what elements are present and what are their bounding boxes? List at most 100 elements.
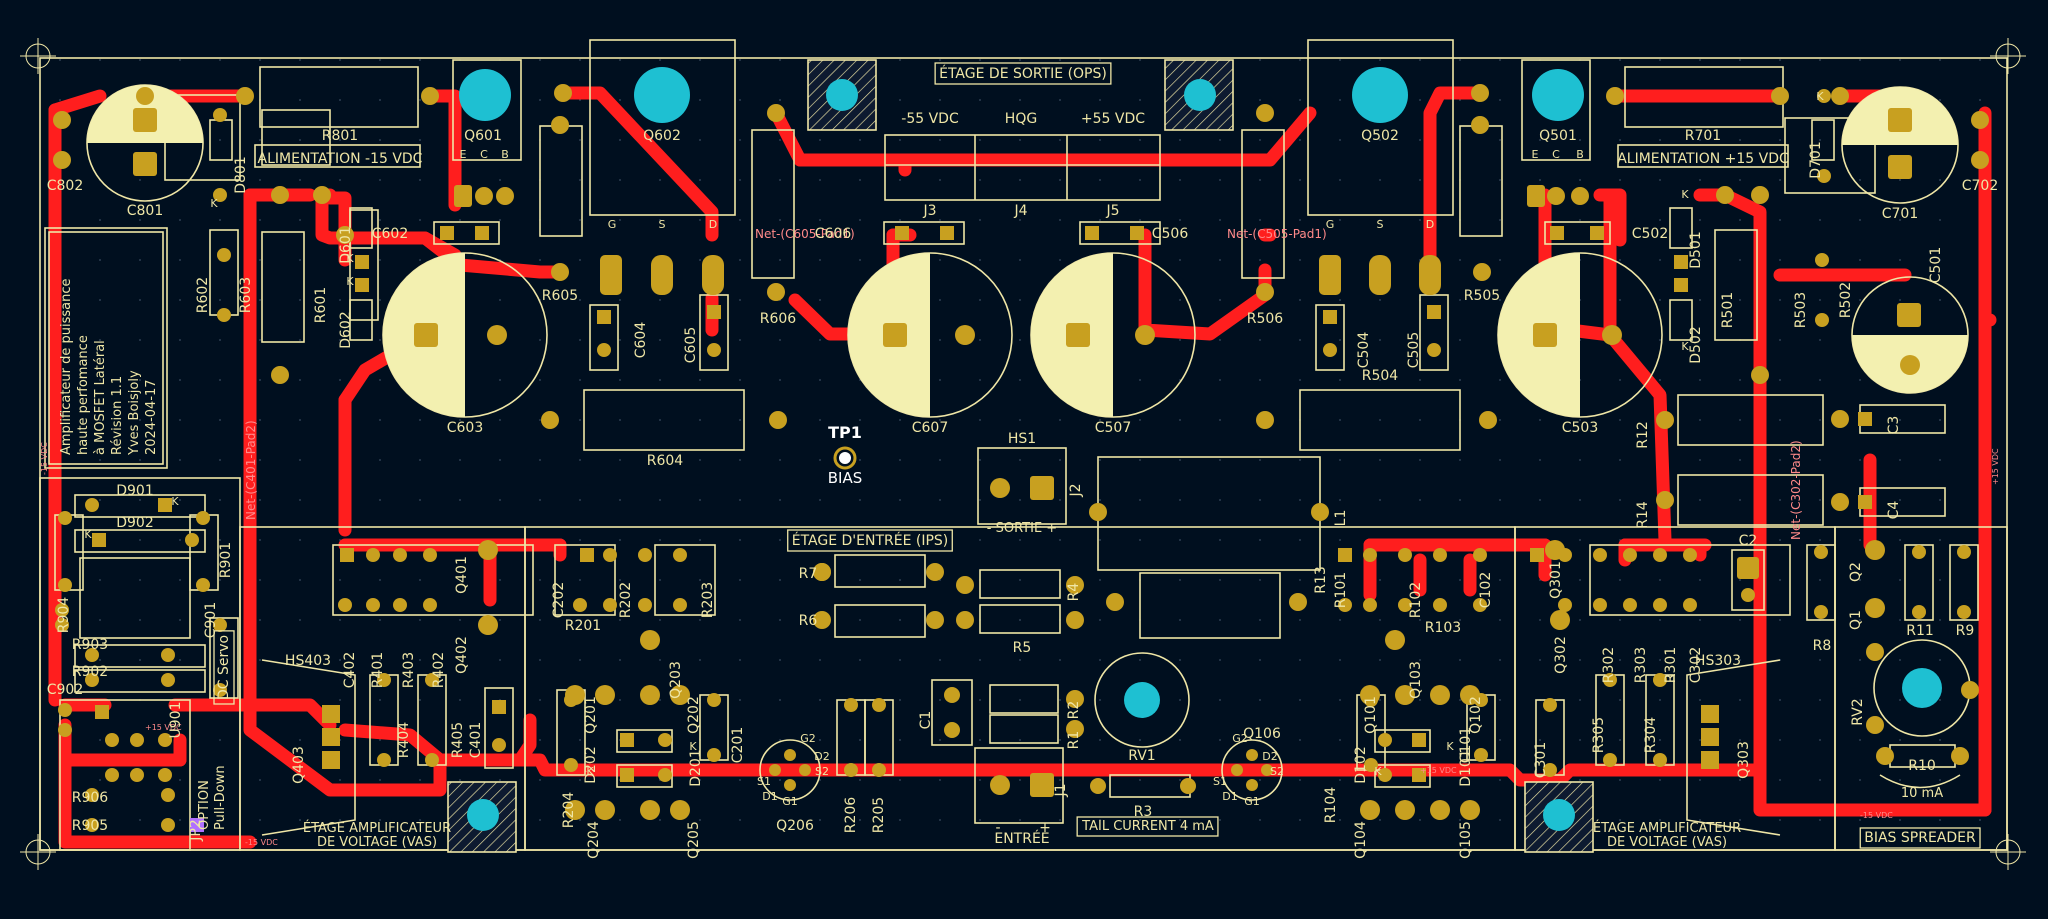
- label-q204: Q204: [586, 821, 602, 859]
- section-vas-right-2: DE VOLTAGE (VAS): [1607, 835, 1727, 850]
- label-q2: Q2: [1848, 562, 1864, 582]
- label-c401: Net-(C401-Pad2): [244, 420, 258, 520]
- label-r506: R506: [1247, 311, 1284, 327]
- label-r403: R403: [401, 652, 417, 688]
- label-entree_plus: +: [1039, 820, 1051, 836]
- pin-g1-29: G1: [1244, 795, 1260, 808]
- pin-d2-25: D2: [1262, 750, 1277, 763]
- label-r1: R1: [1066, 731, 1082, 750]
- label-c802: C802: [47, 178, 84, 194]
- label-c402: C402: [342, 652, 358, 689]
- label-c507: C507: [1095, 420, 1132, 436]
- pin-k-32: K: [1374, 765, 1382, 778]
- section-ips: ÉTAGE D'ENTRÉE (IPS): [792, 532, 949, 549]
- label-c502: C502: [1632, 226, 1669, 242]
- label-q101: Q101: [1363, 696, 1379, 734]
- label-r903: R903: [72, 637, 108, 653]
- label-c605: Net-(C605-Pad1): [755, 227, 855, 241]
- pin-d2-19: D2: [814, 750, 829, 763]
- label-q303: Q303: [1736, 741, 1752, 779]
- label-d701: D701: [1808, 141, 1824, 179]
- label-q103: Q103: [1408, 661, 1424, 699]
- pin-k-35: K: [171, 495, 179, 508]
- pin-g-3: G: [1326, 218, 1335, 231]
- label-d201: D201: [688, 749, 704, 787]
- label-r901: R901: [218, 542, 234, 578]
- silkscreen-labels: ÉTAGE DE SORTIE (OPS)ÉTAGE D'ENTRÉE (IPS…: [40, 62, 2000, 859]
- title-line-0: Amplificateur de puissance: [59, 278, 74, 455]
- label-r104: R104: [1323, 787, 1339, 824]
- label-c701: C701: [1882, 206, 1919, 222]
- label-r8: R8: [1813, 638, 1832, 654]
- pin-g-0: G: [608, 218, 617, 231]
- label-d901: D901: [116, 483, 154, 499]
- label-bias: BIAS: [828, 469, 863, 487]
- fiducials: [20, 38, 2026, 870]
- label-rv1: RV1: [1128, 748, 1155, 764]
- pin-s-4: S: [1377, 218, 1384, 231]
- pin-k-15: K: [1681, 340, 1689, 353]
- label-r14: R14: [1635, 501, 1651, 529]
- label-r205: R205: [871, 797, 887, 833]
- label-c603: C603: [447, 420, 484, 436]
- pin-d1-22: D1: [762, 790, 777, 803]
- label-j4: J4: [1013, 203, 1027, 219]
- label-q104: Q104: [1353, 821, 1369, 859]
- label-r201: R201: [565, 618, 601, 634]
- label-c401: C401: [468, 722, 484, 759]
- label-q302: Q302: [1553, 636, 1569, 674]
- label-r13: R13: [1313, 566, 1329, 594]
- label-hs403: HS403: [285, 653, 331, 669]
- label-v15c: +15 VDC: [145, 723, 182, 732]
- label-j3: J3: [922, 203, 936, 219]
- pin-k-33: K: [1446, 740, 1454, 753]
- label-q601: Q601: [464, 128, 502, 144]
- label-r202: R202: [618, 582, 634, 618]
- title-line-4: Yves Boisjoly: [127, 370, 142, 456]
- pin-c-10: C: [1552, 148, 1560, 161]
- label-sortie: - SORTIE +: [987, 521, 1057, 536]
- label-p55: +55 VDC: [1081, 111, 1145, 127]
- title-line-5: 2024-04-17: [144, 379, 159, 455]
- label-r601: R601: [313, 287, 329, 323]
- label-r101: R101: [1333, 572, 1349, 608]
- label-d101: D101: [1458, 749, 1474, 787]
- label-tail: TAIL CURRENT 4 mA: [1081, 819, 1214, 834]
- pin-s1-27: S1: [1213, 775, 1227, 788]
- label-c202: C202: [551, 582, 567, 619]
- label-j1: J1: [1053, 783, 1069, 797]
- grid-dots: [40, 58, 2007, 850]
- label-d801: D801: [233, 156, 249, 194]
- label-q401: Q401: [454, 556, 470, 594]
- label-q106: Q106: [1243, 726, 1281, 742]
- label-rv2: RV2: [1850, 698, 1866, 725]
- pin-e-9: E: [1532, 148, 1539, 161]
- label-entree: ENTRÉE: [994, 830, 1049, 847]
- label-r2: R2: [1066, 701, 1082, 720]
- pin-k-14: K: [1681, 188, 1689, 201]
- label-c4: C4: [1886, 501, 1902, 520]
- label-r7: R7: [799, 566, 818, 582]
- label-r905: R905: [72, 818, 108, 834]
- label-q402: Q402: [454, 636, 470, 674]
- pin-g1-23: G1: [782, 795, 798, 808]
- label-d501: D501: [1688, 231, 1704, 269]
- label-tp1: TP1: [828, 423, 862, 442]
- label-r801: R801: [322, 128, 358, 144]
- section-dc-servo: DC Servo: [216, 635, 232, 700]
- pin-k-31: K: [689, 740, 697, 753]
- label-r404: R404: [396, 722, 412, 759]
- section-supply-neg: ALIMENTATION -15 VDC: [258, 151, 423, 167]
- label-j5: J5: [1105, 203, 1119, 219]
- label-jp2: JP2: [188, 819, 204, 841]
- pin-s1-21: S1: [757, 775, 771, 788]
- label-tenma: 10 mA: [1901, 786, 1943, 801]
- pin-d1-28: D1: [1222, 790, 1237, 803]
- label-q403: Q403: [291, 746, 307, 784]
- label-r203: R203: [700, 582, 716, 618]
- label-l1: L1: [1333, 510, 1349, 527]
- label-r4: R4: [1066, 583, 1082, 602]
- label-d602: D602: [338, 311, 354, 349]
